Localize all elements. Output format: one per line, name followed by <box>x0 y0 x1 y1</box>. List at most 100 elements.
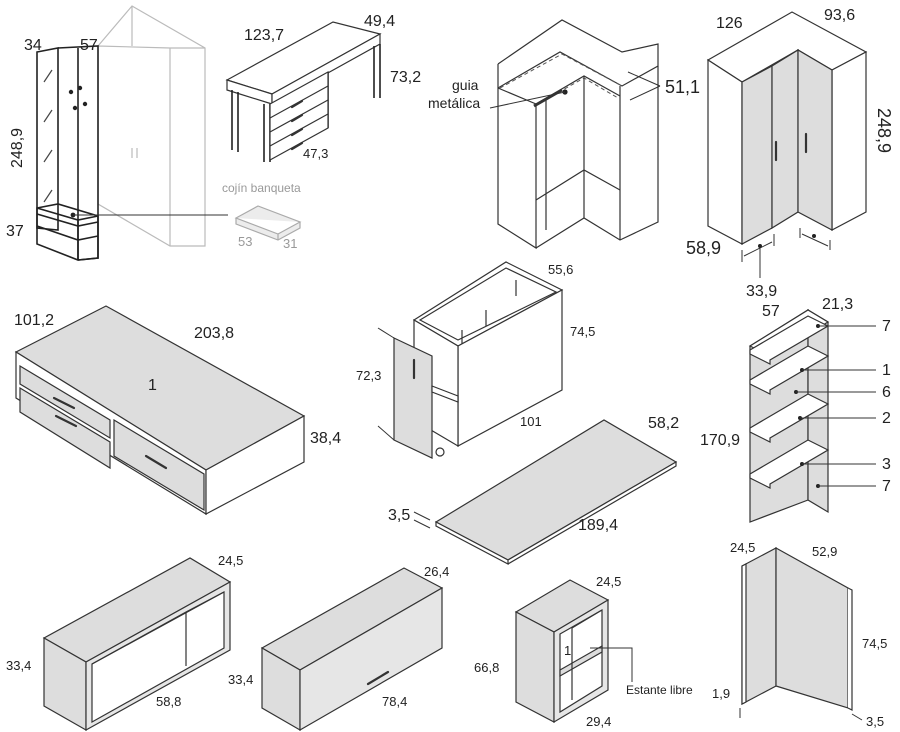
cushion-depth: 31 <box>283 236 297 251</box>
panel-depth-2: 52,9 <box>812 544 837 559</box>
wardrobe-depth-2: 33,9 <box>746 283 777 300</box>
small-shelf-left <box>515 611 555 723</box>
bookcase-ref-1: 7 <box>882 318 891 335</box>
open-shelf-inner <box>91 591 225 666</box>
bookcase-width: 57 <box>762 303 780 320</box>
open-shelf-group: 24,5 33,4 58,8 <box>6 553 243 732</box>
mirror-panel <box>36 47 59 231</box>
corner-outer-top <box>497 19 659 89</box>
bookcase-depth: 21,3 <box>822 296 853 313</box>
dim-bench-height: 37 <box>6 223 24 240</box>
flap-front <box>299 586 443 732</box>
corner-panel-group: 24,5 52,9 74,5 1,9 3,5 <box>712 540 887 729</box>
flap-height: 33,4 <box>228 672 253 687</box>
bookcase-leaders <box>794 324 876 488</box>
corner-panel-left <box>741 547 777 705</box>
rail-label-line: guia <box>452 77 479 93</box>
bed-handle-2 <box>54 414 78 428</box>
cushion-shape <box>234 205 302 241</box>
small-shelf-depth: 24,5 <box>596 574 621 589</box>
bench-top <box>36 213 99 227</box>
pullout-length: 101 <box>520 414 542 429</box>
desk-width: 123,7 <box>244 27 284 44</box>
corner-inner <box>535 75 621 230</box>
corner-carcass <box>497 64 659 250</box>
flap-handle <box>366 670 390 686</box>
open-shelf-height: 33,4 <box>6 658 31 673</box>
flap-depth: 26,4 <box>424 564 449 579</box>
panel-height: 74,5 <box>862 636 887 651</box>
dim-dot <box>812 234 816 238</box>
pullout-front-height: 72,3 <box>356 368 381 383</box>
wardrobe-right-side <box>831 51 867 231</box>
bed-drawer-2 <box>19 386 111 470</box>
bed-handle-3 <box>144 454 168 470</box>
desk-height: 73,2 <box>390 69 421 86</box>
cushion-label: cojín banqueta <box>222 181 301 195</box>
pullout-height: 74,5 <box>570 324 595 339</box>
small-shelf-width: 29,4 <box>586 714 611 729</box>
small-shelf-height: 66,8 <box>474 660 499 675</box>
wardrobe-height: 248,9 <box>874 108 894 153</box>
open-shelf-depth: 24,5 <box>218 553 243 568</box>
tabletop-edge <box>435 460 677 565</box>
front-dim-lines <box>377 327 395 441</box>
corner-panel-edge <box>741 563 853 711</box>
flap-width: 78,4 <box>382 694 407 709</box>
dim-width: 34 <box>24 37 42 54</box>
bench-cushion-group: cojín banqueta 53 31 <box>222 181 302 251</box>
corner-wardrobe-group: 126 93,6 248,9 58,9 33,9 <box>686 7 894 300</box>
panel-depth-1: 24,5 <box>730 540 755 555</box>
bed-height: 38,4 <box>310 430 341 447</box>
bookcase-height: 170,9 <box>700 432 740 449</box>
tabletop-thickness: 3,5 <box>388 507 410 524</box>
drawer-handles <box>290 99 304 151</box>
panel-dim-lines <box>739 708 863 721</box>
wardrobe-door-mid <box>771 48 799 230</box>
bed-ref: 1 <box>148 377 157 394</box>
tabletop-width: 58,2 <box>648 415 679 432</box>
rail-label: guia metálica <box>428 77 480 111</box>
pullout-front-panel <box>393 337 433 459</box>
bookcase-ref-2: 1 <box>882 362 891 379</box>
corner-interior-group: guia metálica 51,1 <box>428 19 700 250</box>
mirror-hatch <box>43 69 53 203</box>
dim-depth: 57 <box>80 37 98 54</box>
wardrobe-width-1: 126 <box>716 15 743 32</box>
tabletop-length: 189,4 <box>578 517 618 534</box>
pullout-inner <box>418 267 558 346</box>
rail-label-line: metálica <box>428 95 480 111</box>
ghost-wardrobe <box>97 5 206 247</box>
open-shelf-width: 58,8 <box>156 694 181 709</box>
dim-dot <box>758 244 762 248</box>
wardrobe-door-left <box>741 65 773 245</box>
bookcase-ref-5: 3 <box>882 456 891 473</box>
bookcase-ref-4: 2 <box>882 410 891 427</box>
bed-drawers-group: 101,2 203,8 38,4 1 <box>14 305 341 516</box>
thickness-lines <box>413 511 431 529</box>
corner-depth: 51,1 <box>665 77 700 97</box>
bed-depth: 101,2 <box>14 312 54 329</box>
bed-side <box>205 414 305 515</box>
panel-thickness-2: 3,5 <box>866 714 884 729</box>
desk-drawers-group: 123,7 49,4 73,2 47,3 <box>225 13 421 162</box>
corner-panel-right <box>775 546 849 709</box>
cushion-width: 53 <box>238 234 252 249</box>
bench <box>36 203 99 261</box>
wardrobe-left-side <box>707 58 743 245</box>
rail-leader <box>489 91 566 109</box>
bed-drawer-1 <box>19 364 111 440</box>
tabletop-group: 58,2 189,4 3,5 <box>388 415 679 565</box>
pullout-shelf <box>431 385 459 403</box>
wardrobe-door-right <box>797 48 833 231</box>
small-shelf-ref: 1 <box>564 643 571 658</box>
dim-height: 248,9 <box>9 128 26 168</box>
bed-handle-1 <box>52 396 76 410</box>
bed-width: 203,8 <box>194 325 234 342</box>
flap-unit-group: 26,4 33,4 78,4 <box>228 564 449 732</box>
wardrobe-dim-lines <box>741 228 831 278</box>
bookcase-ref-6: 7 <box>882 478 891 495</box>
pullout-desk-group: 55,6 74,5 72,3 101 <box>356 261 595 459</box>
bookcase-shelves <box>749 315 830 489</box>
